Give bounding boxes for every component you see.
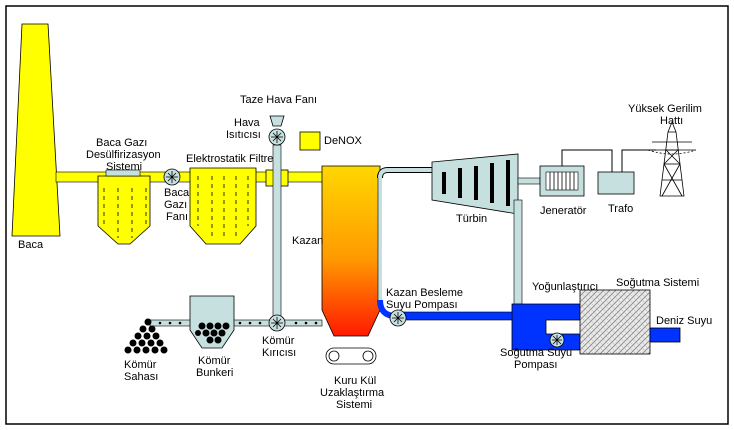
feed-water-line [399, 311, 513, 321]
turbine-shaft [517, 177, 541, 185]
electrostatic-filter [189, 167, 257, 245]
feed-pump-label-1: Kazan Besleme [386, 287, 463, 299]
air-heater-label-line2: Isıtıcısı [226, 129, 261, 141]
stack [11, 23, 61, 237]
coal-yard-label-1: Kömür [124, 359, 157, 371]
transformer [597, 171, 635, 195]
esp-label: Elektrostatik Filtre [186, 153, 273, 165]
flue-fan-label-line2: Gazı [164, 199, 187, 211]
air-inlet [269, 115, 285, 127]
fgd-inlet [105, 169, 141, 177]
bunker-label-2: Bunkeri [196, 367, 233, 379]
feed-pump-label-2: Suyu Pompası [386, 299, 458, 311]
coal-crusher-icon [268, 314, 286, 332]
ash-label-line1: Kuru Kül [334, 375, 376, 387]
bunker-label-1: Kömür [198, 355, 231, 367]
sea-water-label: Deniz Suyu [656, 315, 712, 327]
air-heater-label-line1: Hava [234, 117, 261, 129]
condenser [511, 303, 581, 351]
esp-dashes [197, 176, 249, 238]
turbine-label: Türbin [456, 213, 487, 225]
flue-gas-fan-icon [163, 168, 181, 186]
feed-water-pump-icon [389, 309, 407, 327]
fresh-air-fan-label: Taze Hava Fanı [240, 94, 317, 106]
coal-conveyor-dots [158, 321, 318, 325]
boiler-label: Kazan [292, 235, 323, 247]
fgd-label-line1: Baca Gazı [96, 137, 147, 149]
turbine-blades [442, 160, 510, 206]
denox-box [299, 131, 321, 151]
hv-line-label-2: Hattı [660, 115, 683, 127]
coal-yard-label-2: Sahası [124, 371, 158, 383]
transformer-wire [621, 149, 656, 172]
generator-wire [561, 149, 613, 172]
ash-label-line2: Uzaklaştırma [320, 387, 385, 399]
boiler [321, 165, 381, 337]
stack-label: Baca [18, 239, 44, 251]
bunker-coal [195, 322, 230, 344]
ash-label-line3: Sistemi [336, 399, 372, 411]
fgd-label-line2: Desülfirizasyon [86, 149, 161, 161]
transmission-tower-icon [647, 120, 697, 197]
flue-fan-label-line1: Baca [164, 187, 190, 199]
denox-label: DeNOX [324, 135, 363, 147]
generator-label: Jeneratör [540, 205, 587, 217]
generator-coils [549, 172, 575, 190]
coal-pile-icon [124, 318, 168, 354]
fgd-dashes [103, 188, 147, 238]
cooling-pump-label-2: Pompası [514, 359, 557, 371]
exhaust-steam-line [513, 199, 523, 305]
ash-conveyor-icon [325, 347, 377, 365]
cooling-pump-label-1: Soğutma Suyu [500, 347, 572, 359]
fgd-label-line3: Sistemi [106, 161, 142, 173]
hv-line-label-1: Yüksek Gerilim [628, 103, 702, 115]
fgd-unit [97, 175, 151, 245]
cooling-system-label: Soğutma Sistemi [616, 277, 699, 289]
cooling-pump-icon [549, 332, 565, 348]
crusher-label-2: Kırıcısı [262, 347, 296, 359]
sea-water-outlet [649, 327, 681, 343]
frame-border [5, 5, 729, 425]
cooling-system [579, 289, 651, 355]
air-duct-vertical [272, 144, 282, 324]
transformer-label: Trafo [608, 203, 633, 215]
flue-fan-label-line3: Fanı [166, 211, 188, 223]
fresh-air-fan-icon [268, 128, 286, 146]
steam-line [378, 168, 440, 179]
crusher-label-1: Kömür [262, 335, 295, 347]
